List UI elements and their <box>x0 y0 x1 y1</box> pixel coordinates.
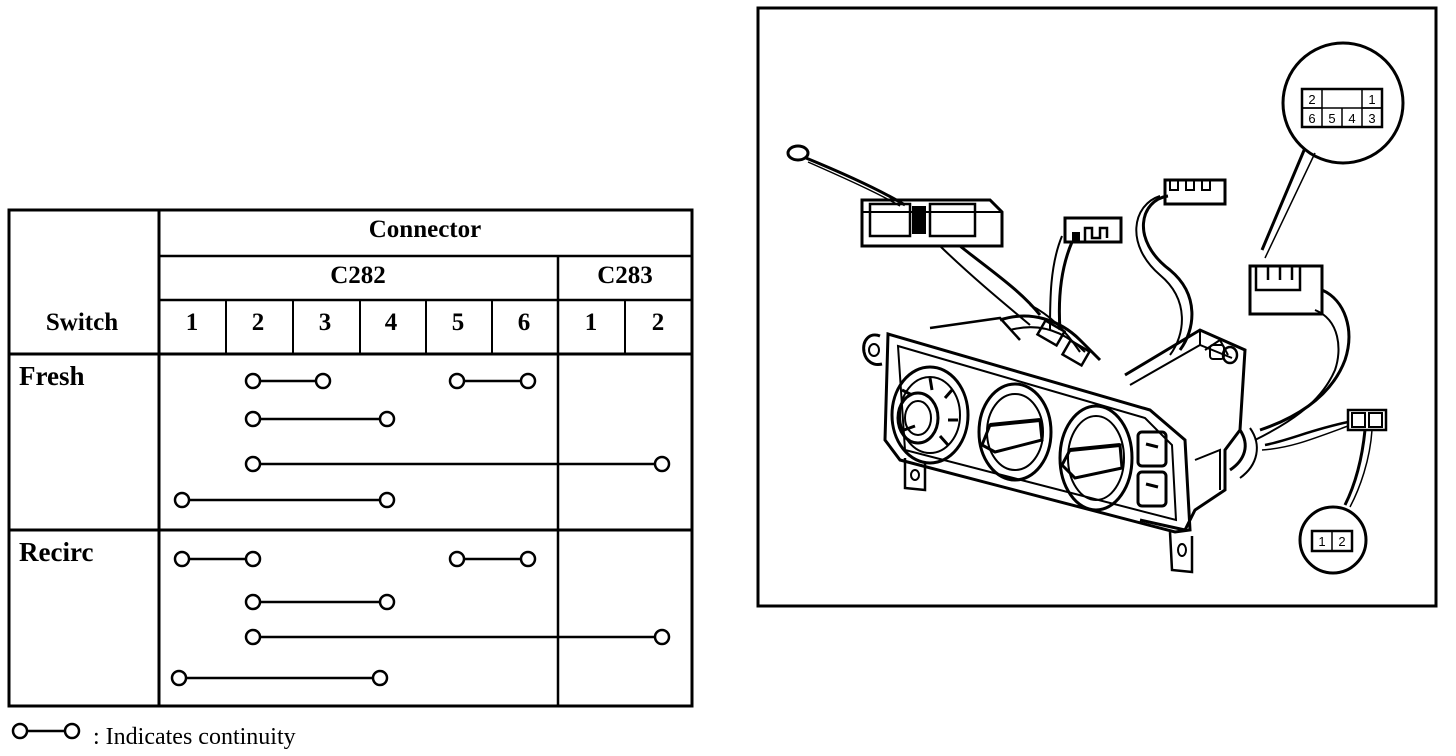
continuity-terminal <box>244 372 262 390</box>
c282-connector <box>1248 264 1351 441</box>
continuity-marks <box>170 372 671 687</box>
mode-knob <box>977 382 1053 482</box>
continuity-terminal <box>244 455 262 473</box>
pin-face-label: 1 <box>1368 92 1375 107</box>
continuity-terminal <box>519 372 537 390</box>
legend: : Indicates continuity <box>11 722 296 750</box>
continuity-mark <box>244 593 396 611</box>
illustration-frame <box>756 6 1438 608</box>
continuity-mark <box>173 491 396 509</box>
connector-c282-label: C282 <box>330 262 386 289</box>
continuity-terminal <box>653 628 671 646</box>
temperature-knob <box>1058 404 1134 512</box>
continuity-mark <box>244 628 671 646</box>
continuity-terminal <box>314 372 332 390</box>
legend-terminal <box>11 722 29 740</box>
comb-connector-top <box>1135 178 1227 356</box>
continuity-terminal <box>244 628 262 646</box>
control-panel-illustration: 2 1 6 5 4 3 1 2 <box>756 6 1438 608</box>
continuity-mark <box>173 550 262 568</box>
pin-face-label: 6 <box>1308 111 1315 126</box>
connector-header: Connector <box>369 216 481 243</box>
continuity-terminal <box>170 669 188 687</box>
recirc-buttons <box>1136 430 1168 508</box>
wire-harness <box>999 304 1258 479</box>
continuity-terminal <box>653 455 671 473</box>
pin-label-c282-6: 6 <box>518 309 531 336</box>
continuity-terminal <box>448 372 466 390</box>
pin-face-label: 2 <box>1308 92 1315 107</box>
fan-knob <box>890 365 970 465</box>
continuity-terminal <box>378 593 396 611</box>
pin-face-label: 4 <box>1348 111 1355 126</box>
legend-text: : Indicates continuity <box>93 724 296 750</box>
c283-connector <box>1261 408 1388 451</box>
pin-column-dividers <box>225 300 626 354</box>
small-connector <box>1049 216 1123 331</box>
connector-face-callout-6pin: 2 1 6 5 4 3 <box>1260 41 1405 259</box>
double-connector <box>860 198 1042 326</box>
continuity-table: Connector C282 C283 Switch 1 2 3 4 5 6 1… <box>7 208 694 708</box>
continuity-mark <box>244 410 396 428</box>
continuity-terminal <box>244 593 262 611</box>
pin-face-label: 5 <box>1328 111 1335 126</box>
legend-terminal <box>63 722 81 740</box>
continuity-mark <box>448 550 537 568</box>
continuity-terminal <box>378 491 396 509</box>
mode-label-fresh: Fresh <box>19 361 85 391</box>
pin-label-c282-4: 4 <box>385 309 398 336</box>
pin-label-c282-2: 2 <box>252 309 265 336</box>
continuity-mark <box>244 372 332 390</box>
continuity-mark <box>448 372 537 390</box>
pin-face-label: 2 <box>1338 534 1345 549</box>
continuity-terminal <box>173 550 191 568</box>
continuity-terminal <box>378 410 396 428</box>
control-faceplate <box>862 332 1239 574</box>
continuity-terminal <box>173 491 191 509</box>
ground-ring-terminal <box>786 144 906 207</box>
continuity-mark <box>244 455 671 473</box>
table-frame <box>7 208 694 708</box>
pin-label-c283-2: 2 <box>652 309 665 336</box>
pin-face-label: 1 <box>1318 534 1325 549</box>
connector-c283-label: C283 <box>597 262 653 289</box>
continuity-terminal <box>244 550 262 568</box>
continuity-terminal <box>371 669 389 687</box>
continuity-mark <box>170 669 389 687</box>
pin-label-c282-1: 1 <box>186 309 199 336</box>
continuity-terminal <box>448 550 466 568</box>
pin-label-c282-3: 3 <box>319 309 332 336</box>
continuity-terminal <box>244 410 262 428</box>
pin-label-c283-1: 1 <box>585 309 598 336</box>
switch-header: Switch <box>46 309 118 336</box>
continuity-terminal <box>519 550 537 568</box>
mode-label-recirc: Recirc <box>19 537 93 567</box>
pin-label-c282-5: 5 <box>452 309 465 336</box>
pin-face-label: 3 <box>1368 111 1375 126</box>
connector-face-callout-2pin: 1 2 <box>1298 429 1373 575</box>
